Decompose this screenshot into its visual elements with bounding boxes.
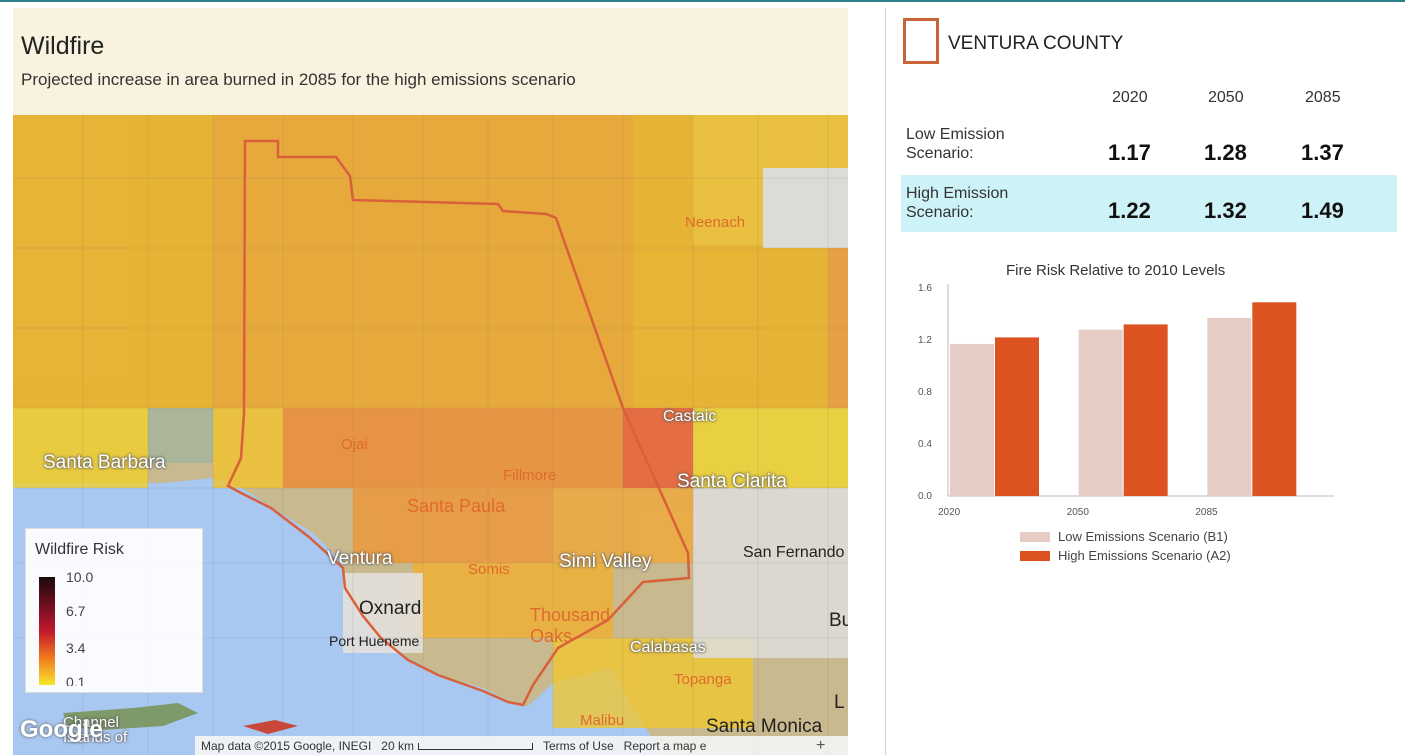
terms-link[interactable]: Terms of Use bbox=[542, 738, 614, 753]
x-tick-label: 2020 bbox=[938, 507, 961, 518]
legend-tick: 3.4 bbox=[66, 640, 86, 656]
year-header: 2085 bbox=[1305, 89, 1341, 106]
chart-bar bbox=[1252, 302, 1297, 496]
place-label: Topanga bbox=[674, 671, 732, 688]
place-label: San Fernando bbox=[743, 544, 845, 561]
low-emission-value: 1.28 bbox=[1204, 140, 1247, 165]
chart-bar bbox=[995, 337, 1039, 496]
legend-color-ramp bbox=[39, 577, 55, 685]
high-emission-label: High Emission Scenario: bbox=[906, 184, 1056, 222]
year-header: 2050 bbox=[1208, 89, 1244, 106]
chart-bar bbox=[1207, 317, 1252, 496]
place-label: Fillmore bbox=[503, 467, 557, 484]
place-label: Bu bbox=[829, 610, 848, 631]
place-label: Santa Paula bbox=[407, 496, 506, 516]
chart-legend-item: High Emissions Scenario (A2) bbox=[1020, 548, 1231, 563]
row-label-line: High Emission bbox=[906, 185, 1009, 202]
wildfire-map[interactable]: Wildfire Projected increase in area burn… bbox=[13, 8, 848, 755]
map-title: Wildfire bbox=[21, 32, 105, 60]
y-tick-label: 0.8 bbox=[918, 387, 932, 398]
map-legend: Wildfire Risk 10.0 6.7 3.4 0.1 bbox=[25, 528, 203, 693]
y-tick-label: 0.0 bbox=[918, 491, 932, 502]
county-color-swatch bbox=[903, 18, 939, 64]
map-subtitle: Projected increase in area burned in 208… bbox=[21, 70, 576, 89]
place-label: Ojai bbox=[341, 436, 368, 453]
high-emission-row-highlight bbox=[901, 175, 1397, 232]
x-tick-label: 2085 bbox=[1195, 507, 1218, 518]
x-tick-label: 2050 bbox=[1067, 507, 1090, 518]
place-label: Ventura bbox=[327, 548, 393, 569]
place-label: Port Hueneme bbox=[329, 633, 420, 649]
place-label: Thousand Oaks bbox=[530, 605, 611, 646]
y-tick-label: 0.4 bbox=[918, 439, 932, 450]
legend-title: Wildfire Risk bbox=[35, 541, 124, 558]
map-header: Wildfire Projected increase in area burn… bbox=[13, 8, 848, 115]
low-emission-value: 1.17 bbox=[1108, 140, 1151, 165]
legend-tick: 0.1 bbox=[66, 674, 86, 686]
year-header: 2020 bbox=[1112, 89, 1148, 106]
row-label-line: Scenario: bbox=[906, 204, 974, 221]
scale-bar: 20 km bbox=[381, 739, 533, 753]
map-attribution: Map data ©2015 Google, INEGI 20 km Terms… bbox=[195, 736, 848, 755]
low-emission-value: 1.37 bbox=[1301, 140, 1344, 165]
place-label: Castaic bbox=[663, 408, 717, 425]
chart-bar bbox=[1078, 329, 1123, 496]
place-label: Simi Valley bbox=[559, 551, 652, 572]
county-name: VENTURA COUNTY bbox=[948, 33, 1124, 54]
panel-divider bbox=[885, 8, 886, 755]
legend-label: Low Emissions Scenario (B1) bbox=[1058, 529, 1228, 544]
chart-bar bbox=[1123, 324, 1168, 496]
scale-line bbox=[417, 742, 533, 750]
legend-swatch bbox=[1020, 531, 1050, 542]
map-data-credit: Map data ©2015 Google, INEGI bbox=[201, 738, 372, 753]
zoom-in-button[interactable]: + bbox=[816, 737, 826, 754]
high-emission-value: 1.49 bbox=[1301, 198, 1344, 223]
place-label: Santa Monica bbox=[706, 716, 823, 737]
report-map-error-link[interactable]: Report a map e bbox=[623, 738, 707, 753]
high-emission-value: 1.32 bbox=[1204, 198, 1247, 223]
row-label-line: Scenario: bbox=[906, 145, 974, 162]
legend-swatch bbox=[1020, 550, 1050, 561]
y-tick-label: 1.2 bbox=[918, 335, 932, 346]
chart-title: Fire Risk Relative to 2010 Levels bbox=[1006, 262, 1226, 279]
place-label: Oxnard bbox=[359, 598, 422, 619]
scale-label: 20 km bbox=[381, 738, 414, 753]
y-tick-label: 1.6 bbox=[918, 283, 932, 294]
high-emission-value: 1.22 bbox=[1108, 198, 1151, 223]
place-label: Somis bbox=[468, 561, 510, 578]
google-logo[interactable]: Google bbox=[20, 716, 103, 743]
place-label: Malibu bbox=[580, 712, 625, 729]
legend-tick: 6.7 bbox=[66, 603, 86, 619]
place-label: Calabasas bbox=[630, 639, 706, 656]
legend-label: High Emissions Scenario (A2) bbox=[1058, 548, 1231, 563]
place-label: Neenach bbox=[685, 214, 746, 231]
row-label-line: Low Emission bbox=[906, 126, 1005, 143]
low-emission-label: Low Emission Scenario: bbox=[906, 125, 1056, 163]
chart-bar bbox=[950, 343, 994, 496]
place-label: Santa Clarita bbox=[677, 471, 787, 492]
chart-legend-item: Low Emissions Scenario (B1) bbox=[1020, 529, 1228, 544]
place-label: L bbox=[834, 692, 845, 713]
place-label: Santa Barbara bbox=[43, 452, 166, 473]
fire-risk-bar-chart: 0.0 0.4 0.8 1.2 1.6 2020 2050 2085 bbox=[918, 283, 1334, 518]
legend-tick: 10.0 bbox=[66, 569, 94, 585]
place-label: Channel Islands of bbox=[63, 714, 128, 746]
